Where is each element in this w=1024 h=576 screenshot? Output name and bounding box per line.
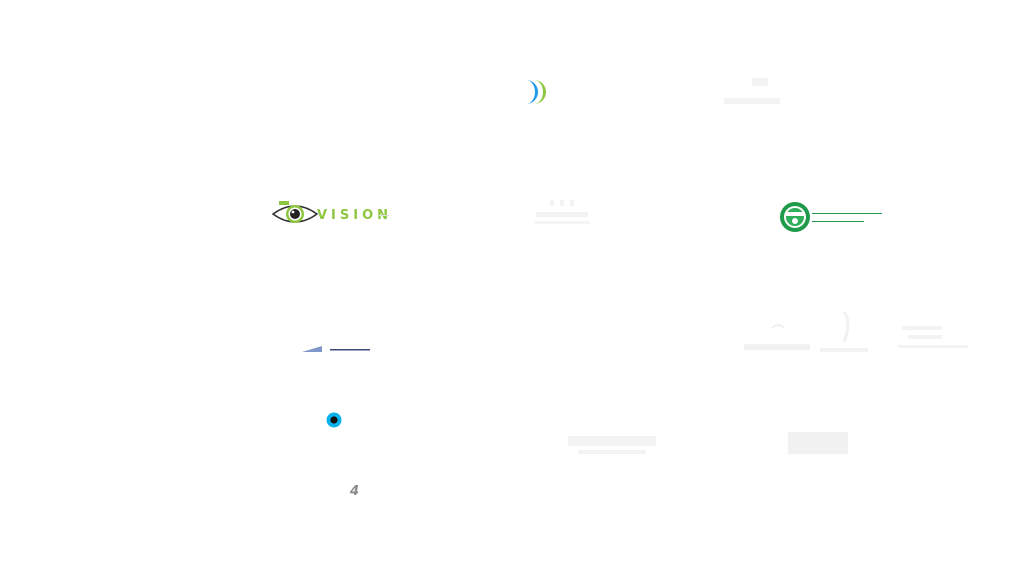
vision-logo: VISION [271, 200, 391, 228]
faint-logo-mid-right-c [896, 322, 970, 352]
seal-rule-long [812, 213, 882, 214]
wedge-logo [302, 340, 372, 352]
eye-icon [271, 201, 319, 223]
faint-logo-mid-right-a [742, 318, 812, 354]
crescent-logo [520, 77, 550, 107]
vision-underline [379, 215, 389, 216]
vision-wordmark: VISION [317, 208, 393, 223]
double-crescent-icon [526, 80, 546, 104]
faint-logo-top-right [718, 74, 788, 114]
faint-logo-mid-right-b [818, 308, 870, 356]
seal-rule-short [812, 221, 864, 222]
green-seal-icon [780, 202, 810, 232]
blue-ring-dot-icon [326, 412, 342, 428]
green-seal-logo [780, 200, 884, 234]
blue-dot-logo [326, 412, 342, 428]
faint-logo-lower-right [786, 430, 850, 456]
number-four-mark: 4 [350, 484, 360, 499]
faint-logo-center [530, 198, 594, 228]
faint-logo-lower-center [566, 434, 658, 460]
